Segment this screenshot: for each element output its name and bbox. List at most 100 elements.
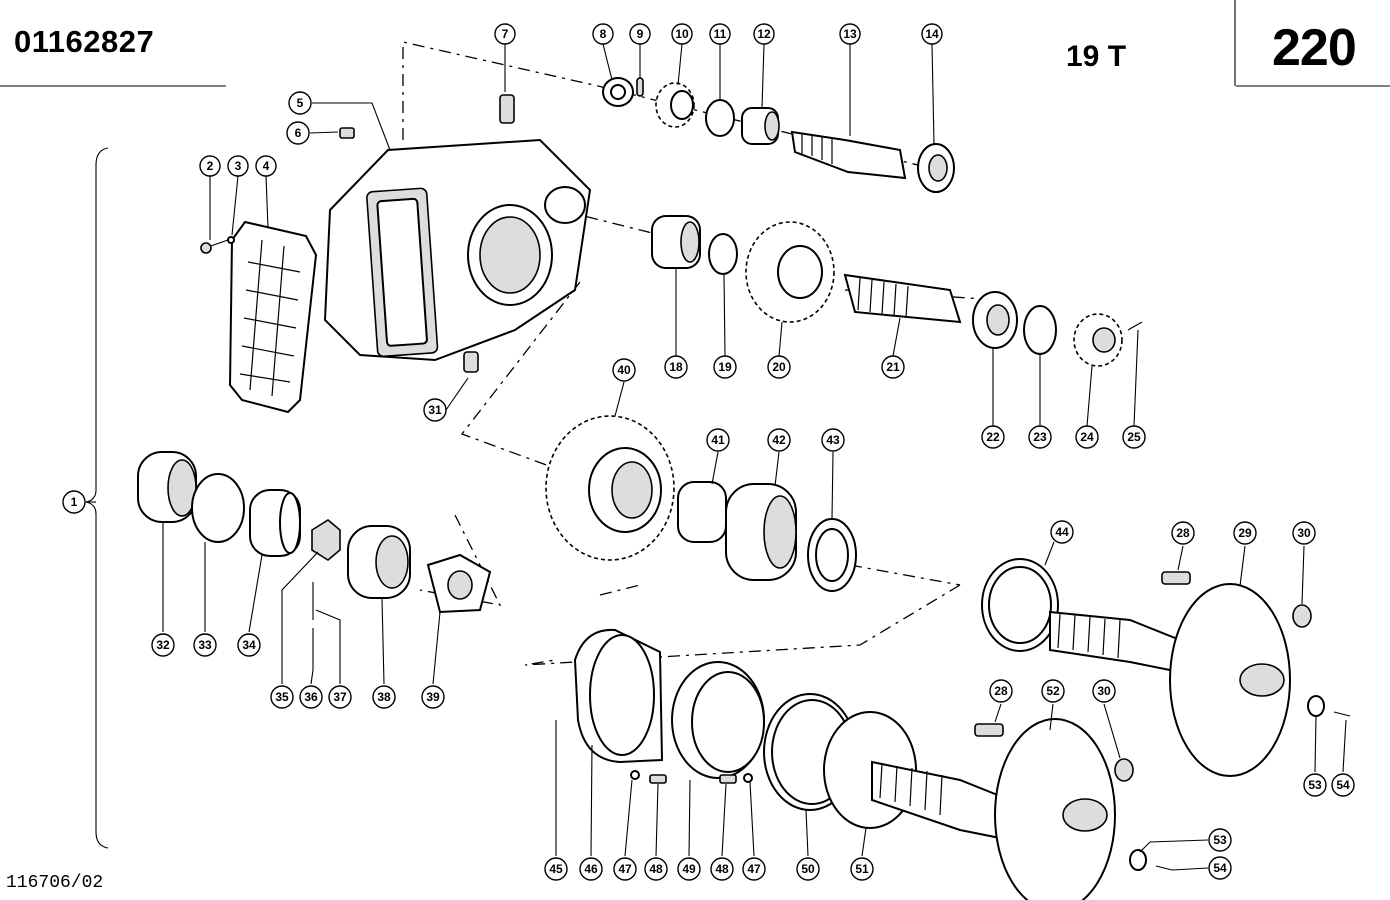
svg-text:21: 21: [886, 360, 900, 374]
callout-30-lower[interactable]: 30: [1092, 679, 1116, 703]
upper-shaft-parts: [602, 77, 955, 193]
svg-text:3: 3: [235, 159, 242, 173]
callout-7[interactable]: 7: [494, 23, 516, 45]
svg-text:51: 51: [855, 862, 869, 876]
callout-25[interactable]: 25: [1122, 425, 1146, 449]
svg-text:43: 43: [826, 433, 840, 447]
callout-23[interactable]: 23: [1028, 425, 1052, 449]
svg-text:32: 32: [156, 638, 170, 652]
svg-text:28: 28: [994, 684, 1008, 698]
callout-51[interactable]: 51: [850, 857, 874, 881]
callout-47-left[interactable]: 47: [613, 857, 637, 881]
callout-21[interactable]: 21: [881, 355, 905, 379]
callout-4[interactable]: 4: [255, 155, 277, 177]
callout-10[interactable]: 10: [671, 23, 693, 45]
callout-29[interactable]: 29: [1233, 521, 1257, 545]
gearbox-housing: [323, 138, 592, 362]
svg-text:11: 11: [714, 27, 727, 41]
svg-text:37: 37: [333, 690, 347, 704]
callout-36[interactable]: 36: [299, 685, 323, 709]
callout-20[interactable]: 20: [767, 355, 791, 379]
svg-text:19: 19: [718, 360, 732, 374]
svg-text:2: 2: [207, 159, 214, 173]
breather-plug: [200, 94, 515, 373]
svg-text:5: 5: [297, 96, 304, 110]
callout-53-lower[interactable]: 53: [1208, 828, 1232, 852]
housing-cover-plate: [228, 220, 318, 414]
callout-38[interactable]: 38: [372, 685, 396, 709]
callout-6[interactable]: 6: [286, 121, 310, 145]
callout-14[interactable]: 14: [921, 23, 943, 45]
part-number: 01162827: [14, 24, 155, 59]
callout-43[interactable]: 43: [821, 428, 845, 452]
callout-33[interactable]: 33: [193, 633, 217, 657]
svg-text:50: 50: [801, 862, 815, 876]
svg-text:20: 20: [772, 360, 786, 374]
svg-text:49: 49: [682, 862, 696, 876]
callout-8[interactable]: 8: [592, 23, 614, 45]
callout-34[interactable]: 34: [237, 633, 261, 657]
callout-40[interactable]: 40: [612, 358, 636, 382]
svg-text:53: 53: [1308, 778, 1322, 792]
svg-text:45: 45: [549, 862, 563, 876]
svg-text:31: 31: [428, 403, 442, 417]
leader-lines: [86, 43, 1347, 871]
svg-text:48: 48: [649, 862, 663, 876]
svg-text:29: 29: [1238, 526, 1252, 540]
callout-46[interactable]: 46: [579, 857, 603, 881]
axis-lines: [402, 41, 1001, 666]
callout-35[interactable]: 35: [270, 685, 294, 709]
large-gear-parts: [545, 415, 1059, 652]
svg-text:47: 47: [618, 862, 632, 876]
svg-text:12: 12: [757, 27, 771, 41]
callout-13[interactable]: 13: [839, 23, 861, 45]
document-code: 116706/02: [6, 873, 104, 893]
callout-54-lower[interactable]: 54: [1208, 856, 1232, 880]
callout-28-lower[interactable]: 28: [989, 679, 1013, 703]
callout-41[interactable]: 41: [706, 428, 730, 452]
callout-9[interactable]: 9: [629, 23, 651, 45]
callout-54-upper[interactable]: 54: [1331, 773, 1355, 797]
callout-32[interactable]: 32: [151, 633, 175, 657]
callout-5[interactable]: 5: [288, 91, 312, 115]
svg-text:23: 23: [1033, 430, 1047, 444]
callout-48-left[interactable]: 48: [644, 857, 668, 881]
callout-24[interactable]: 24: [1075, 425, 1099, 449]
svg-text:7: 7: [502, 27, 509, 41]
callout-45[interactable]: 45: [544, 857, 568, 881]
callout-22[interactable]: 22: [981, 425, 1005, 449]
callout-11[interactable]: 11: [709, 23, 731, 45]
callout-19[interactable]: 19: [713, 355, 737, 379]
callout-49[interactable]: 49: [677, 857, 701, 881]
callout-18[interactable]: 18: [664, 355, 688, 379]
callout-3[interactable]: 3: [227, 155, 249, 177]
callout-50[interactable]: 50: [796, 857, 820, 881]
callout-12[interactable]: 12: [753, 23, 775, 45]
callout-44[interactable]: 44: [1050, 520, 1074, 544]
callout-31[interactable]: 31: [423, 398, 447, 422]
callout-47-right[interactable]: 47: [742, 857, 766, 881]
svg-text:6: 6: [295, 126, 302, 140]
svg-text:9: 9: [637, 27, 644, 41]
callout-42[interactable]: 42: [767, 428, 791, 452]
callout-37[interactable]: 37: [328, 685, 352, 709]
svg-text:38: 38: [377, 690, 391, 704]
svg-text:46: 46: [584, 862, 598, 876]
callout-28-upper[interactable]: 28: [1171, 521, 1195, 545]
callout-53-upper[interactable]: 53: [1303, 773, 1327, 797]
svg-text:30: 30: [1297, 526, 1311, 540]
callout-39[interactable]: 39: [421, 685, 445, 709]
svg-text:41: 41: [711, 433, 725, 447]
page-number: 220: [1272, 19, 1357, 77]
callout-30-upper[interactable]: 30: [1292, 521, 1316, 545]
svg-text:53: 53: [1213, 833, 1227, 847]
callout-2[interactable]: 2: [199, 155, 221, 177]
callout-52[interactable]: 52: [1041, 679, 1065, 703]
svg-text:25: 25: [1127, 430, 1141, 444]
middle-shaft-parts: [651, 215, 1143, 367]
svg-text:13: 13: [843, 27, 857, 41]
output-flange-upper: [1049, 571, 1351, 777]
callout-48-right[interactable]: 48: [710, 857, 734, 881]
callout-1[interactable]: 1: [62, 490, 86, 514]
callouts: 1 2 3 4 5 6 7 8 9 10 11 12 13 14 18 19 2…: [62, 23, 1355, 881]
